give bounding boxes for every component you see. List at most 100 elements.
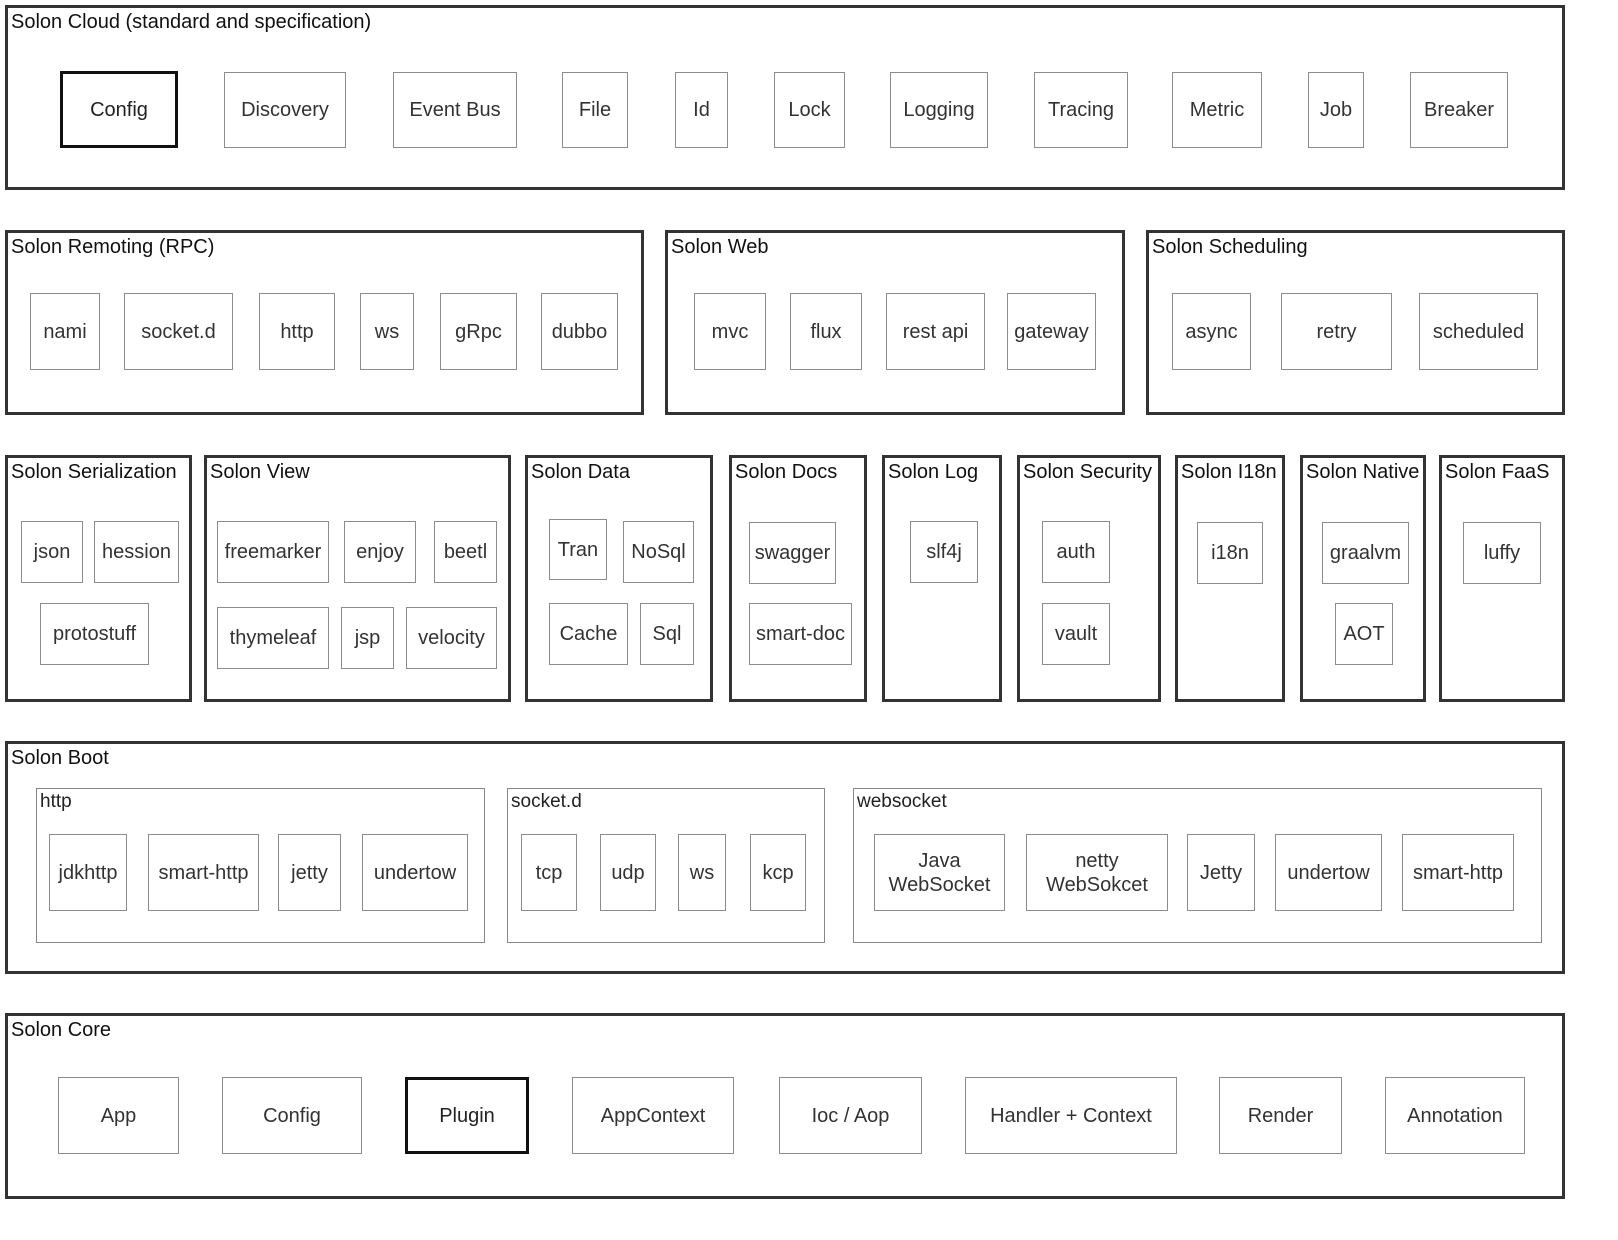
module-graalvm: graalvm — [1322, 522, 1409, 584]
module-ws: ws — [678, 834, 726, 911]
module-id: Id — [675, 72, 728, 148]
module-rest-api: rest api — [886, 293, 985, 370]
module-enjoy: enjoy — [344, 521, 416, 583]
group-solon-i18n: Solon I18n i18n — [1175, 455, 1285, 702]
group-title: Solon Cloud (standard and specification) — [11, 11, 372, 33]
subgroup-title: socket.d — [511, 791, 582, 812]
module-undertow-ws: undertow — [1275, 834, 1382, 911]
module-luffy: luffy — [1463, 522, 1541, 584]
module-event-bus: Event Bus — [393, 72, 517, 148]
module-lock: Lock — [774, 72, 845, 148]
subgroup-title: websocket — [857, 791, 947, 812]
module-kcp: kcp — [750, 834, 806, 911]
module-jetty: jetty — [278, 834, 341, 911]
group-solon-security: Solon Security auth vault — [1017, 455, 1161, 702]
group-title: Solon View — [210, 461, 310, 483]
module-thymeleaf: thymeleaf — [217, 607, 329, 669]
module-freemarker: freemarker — [217, 521, 329, 583]
group-solon-cloud: Solon Cloud (standard and specification)… — [5, 5, 1565, 190]
module-cache: Cache — [549, 603, 628, 665]
module-ws: ws — [360, 293, 414, 370]
module-swagger: swagger — [749, 522, 836, 584]
module-netty-websocket: netty WebSokcet — [1026, 834, 1168, 911]
module-flux: flux — [790, 293, 862, 370]
module-breaker: Breaker — [1410, 72, 1508, 148]
module-logging: Logging — [890, 72, 988, 148]
group-title: Solon Security — [1023, 461, 1152, 483]
module-udp: udp — [600, 834, 656, 911]
group-solon-boot: Solon Boot http jdkhttp smart-http jetty… — [5, 741, 1565, 974]
module-appcontext: AppContext — [572, 1077, 734, 1154]
group-title: Solon Scheduling — [1152, 236, 1308, 258]
group-title: Solon Remoting (RPC) — [11, 236, 215, 258]
group-title: Solon FaaS — [1445, 461, 1550, 483]
group-solon-view: Solon View freemarker enjoy beetl thymel… — [204, 455, 511, 702]
module-sql: Sql — [640, 603, 694, 665]
group-solon-docs: Solon Docs swagger smart-doc — [729, 455, 867, 702]
group-solon-scheduling: Solon Scheduling async retry scheduled — [1146, 230, 1565, 415]
module-java-websocket: Java WebSocket — [874, 834, 1005, 911]
group-title: Solon Core — [11, 1019, 112, 1041]
group-solon-faas: Solon FaaS luffy — [1439, 455, 1565, 702]
module-gateway: gateway — [1007, 293, 1096, 370]
module-smart-http-ws: smart-http — [1402, 834, 1514, 911]
module-velocity: velocity — [406, 607, 497, 669]
module-smart-http: smart-http — [148, 834, 259, 911]
module-jetty-ws: Jetty — [1187, 834, 1255, 911]
module-grpc: gRpc — [440, 293, 517, 370]
module-job: Job — [1308, 72, 1364, 148]
module-socket-d: socket.d — [124, 293, 233, 370]
module-discovery: Discovery — [224, 72, 346, 148]
subgroup-http: http jdkhttp smart-http jetty undertow — [36, 788, 485, 943]
module-http: http — [259, 293, 335, 370]
module-config: Config — [60, 71, 178, 148]
module-metric: Metric — [1172, 72, 1262, 148]
module-annotation: Annotation — [1385, 1077, 1525, 1154]
module-render: Render — [1219, 1077, 1342, 1154]
group-title: Solon Serialization — [11, 461, 177, 483]
module-undertow: undertow — [362, 834, 468, 911]
module-async: async — [1172, 293, 1251, 370]
module-tracing: Tracing — [1034, 72, 1128, 148]
subgroup-title: http — [40, 791, 72, 812]
module-jsp: jsp — [341, 607, 394, 669]
module-json: json — [21, 521, 83, 583]
group-title: Solon I18n — [1181, 461, 1277, 483]
module-ioc-aop: Ioc / Aop — [779, 1077, 922, 1154]
group-solon-log: Solon Log slf4j — [882, 455, 1002, 702]
group-title: Solon Docs — [735, 461, 838, 483]
module-protostuff: protostuff — [40, 603, 149, 665]
group-solon-web: Solon Web mvc flux rest api gateway — [665, 230, 1125, 415]
module-aot: AOT — [1335, 603, 1393, 665]
group-title: Solon Native — [1306, 461, 1420, 483]
module-plugin: Plugin — [405, 1077, 529, 1154]
group-title: Solon Web — [671, 236, 769, 258]
module-handler-context: Handler + Context — [965, 1077, 1177, 1154]
group-title: Solon Log — [888, 461, 979, 483]
module-dubbo: dubbo — [541, 293, 618, 370]
module-auth: auth — [1042, 521, 1110, 583]
module-slf4j: slf4j — [910, 521, 978, 583]
group-solon-native: Solon Native graalvm AOT — [1300, 455, 1426, 702]
subgroup-socket-d: socket.d tcp udp ws kcp — [507, 788, 825, 943]
group-title: Solon Boot — [11, 747, 109, 769]
module-file: File — [562, 72, 628, 148]
module-jdkhttp: jdkhttp — [49, 834, 127, 911]
subgroup-websocket: websocket Java WebSocket netty WebSokcet… — [853, 788, 1542, 943]
module-smart-doc: smart-doc — [749, 603, 852, 665]
group-solon-remoting: Solon Remoting (RPC) nami socket.d http … — [5, 230, 644, 415]
module-core-config: Config — [222, 1077, 362, 1154]
module-tran: Tran — [549, 519, 607, 580]
group-solon-data: Solon Data Tran NoSql Cache Sql — [525, 455, 713, 702]
module-vault: vault — [1042, 603, 1110, 665]
module-app: App — [58, 1077, 179, 1154]
module-mvc: mvc — [694, 293, 766, 370]
group-solon-serialization: Solon Serialization json hession protost… — [5, 455, 192, 702]
module-retry: retry — [1281, 293, 1392, 370]
module-hession: hession — [94, 521, 179, 583]
module-beetl: beetl — [434, 521, 497, 583]
module-nosql: NoSql — [623, 521, 694, 583]
module-nami: nami — [30, 293, 100, 370]
module-scheduled: scheduled — [1419, 293, 1538, 370]
group-title: Solon Data — [531, 461, 630, 483]
